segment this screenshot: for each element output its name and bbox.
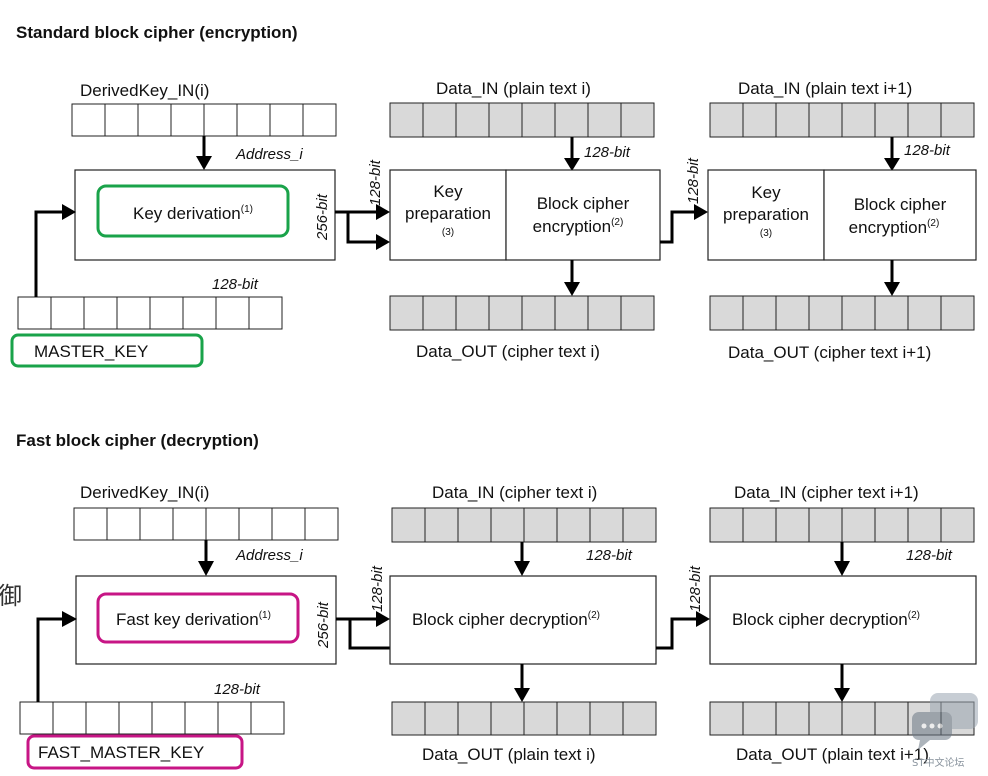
enc-master-key-register bbox=[17, 296, 283, 330]
dec-data-out-1-label: Data_OUT (plain text i) bbox=[422, 745, 596, 764]
dec-master-key-highlight bbox=[26, 734, 244, 770]
enc-data-in-2-register bbox=[709, 102, 975, 138]
dec-key-derivation-box bbox=[75, 575, 337, 665]
enc-key-prep-2-line1: Key bbox=[751, 183, 781, 202]
enc-data-in-1-label: Data_IN (plain text i) bbox=[436, 79, 591, 98]
enc-key-prep-2-note: (3) bbox=[760, 228, 772, 239]
decryption-title: Fast block cipher (decryption) bbox=[16, 431, 259, 450]
enc-data-out-2-label: Data_OUT (cipher text i+1) bbox=[728, 343, 931, 362]
dec-block-cipher-box-1 bbox=[389, 575, 657, 665]
dec-data-in-1-128-bit-label: 128-bit bbox=[586, 547, 633, 564]
dec-derived-key-register bbox=[73, 507, 339, 541]
dec-cipher-2-label: Block cipher decryption(2) bbox=[732, 610, 920, 629]
dec-data-in-2-label: Data_IN (cipher text i+1) bbox=[734, 483, 919, 502]
enc-key-prep-1-line2: preparation bbox=[405, 204, 491, 223]
dec-data-in-1-register bbox=[391, 507, 657, 543]
enc-key-derivation-label: Key derivation(1) bbox=[133, 204, 253, 223]
enc-derived-key-label: DerivedKey_IN(i) bbox=[80, 81, 209, 100]
dec-data-out-2-label: Data_OUT (plain text i+1) bbox=[736, 745, 929, 764]
dec-key-derivation-highlight bbox=[96, 592, 300, 644]
enc-256-bit-label: 256-bit bbox=[314, 193, 331, 241]
enc-master-key-label: MASTER_KEY bbox=[34, 342, 148, 361]
enc-key-prep-1-line1: Key bbox=[433, 182, 463, 201]
enc-data-out-1-register bbox=[389, 295, 655, 331]
dec-key-derivation-label: Fast key derivation(1) bbox=[116, 610, 271, 629]
enc-key-prep-2-line2: preparation bbox=[723, 205, 809, 224]
enc-data-out-1-label: Data_OUT (cipher text i) bbox=[416, 342, 600, 361]
dec-data-in-1-label: Data_IN (cipher text i) bbox=[432, 483, 597, 502]
dec-data-out-1-register bbox=[391, 701, 657, 736]
enc-block-cipher-box-1 bbox=[505, 169, 661, 261]
enc-cipher-1-line2: encryption(2) bbox=[533, 217, 624, 236]
enc-key-128-bit-label: 128-bit bbox=[212, 276, 259, 293]
dec-data-in-2-register bbox=[709, 507, 975, 543]
dec-data-in-2-128-bit-label: 128-bit bbox=[906, 547, 953, 564]
site-watermark-text: ST中文论坛 bbox=[912, 756, 964, 769]
enc-data-out-2-register bbox=[709, 295, 975, 331]
dec-key-128-bit-label: 128-bit bbox=[214, 681, 261, 698]
dec-128-bit-label-a: 128-bit bbox=[369, 565, 386, 612]
enc-cipher-2-line2: encryption(2) bbox=[849, 218, 940, 237]
enc-key-preparation-box-1 bbox=[389, 169, 507, 261]
enc-cipher-1-line1: Block cipher bbox=[537, 194, 630, 213]
enc-128-bit-label-a: 128-bit bbox=[367, 159, 384, 206]
dec-address-label: Address_i bbox=[235, 547, 303, 564]
enc-key-preparation-box-2 bbox=[707, 169, 825, 261]
enc-key-derivation-highlight bbox=[96, 184, 290, 238]
enc-data-in-1-register bbox=[389, 102, 655, 138]
enc-data-in-1-128-bit-label: 128-bit bbox=[584, 144, 631, 161]
enc-key-prep-1-note: (3) bbox=[442, 227, 454, 238]
side-watermark-char: 御 bbox=[0, 582, 22, 610]
dec-master-key-register bbox=[19, 701, 285, 735]
enc-block-cipher-box-2 bbox=[823, 169, 977, 261]
enc-data-in-2-label: Data_IN (plain text i+1) bbox=[738, 79, 912, 98]
dec-256-bit-label: 256-bit bbox=[315, 601, 332, 649]
enc-128-bit-label-b: 128-bit bbox=[685, 157, 702, 204]
encryption-title: Standard block cipher (encryption) bbox=[16, 23, 298, 42]
enc-data-in-2-128-bit-label: 128-bit bbox=[904, 142, 951, 159]
enc-cipher-2-line1: Block cipher bbox=[854, 195, 947, 214]
dec-128-bit-label-b: 128-bit bbox=[687, 565, 704, 612]
dec-derived-key-label: DerivedKey_IN(i) bbox=[80, 483, 209, 502]
dec-cipher-1-label: Block cipher decryption(2) bbox=[412, 610, 600, 629]
chat-bubble-icon bbox=[912, 693, 978, 750]
dec-master-key-label: FAST_MASTER_KEY bbox=[38, 743, 204, 762]
enc-derived-key-register bbox=[71, 103, 337, 137]
dec-block-cipher-box-2 bbox=[709, 575, 977, 665]
enc-master-key-highlight bbox=[10, 333, 204, 368]
enc-address-label: Address_i bbox=[235, 146, 303, 163]
